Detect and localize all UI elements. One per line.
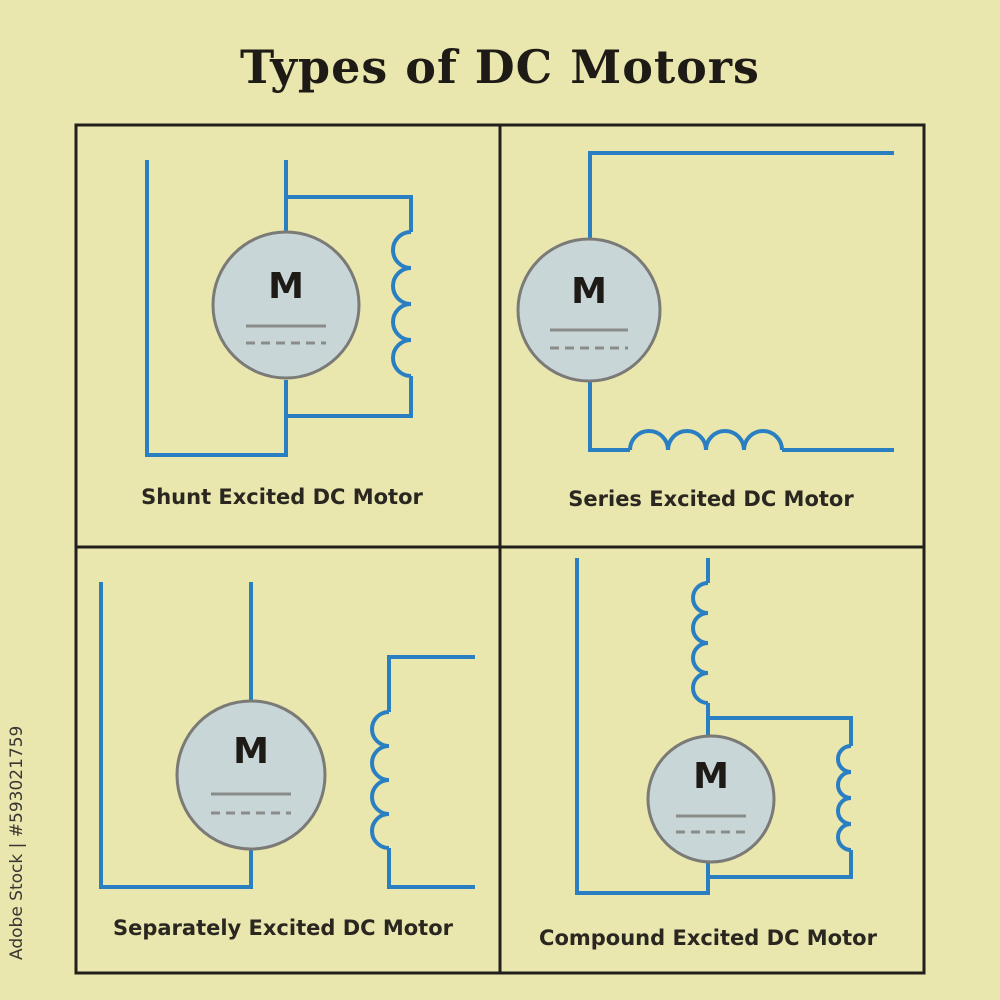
motor: M [211, 230, 361, 380]
armature-wire [588, 380, 630, 452]
motor: M [516, 237, 662, 383]
panel-caption: Shunt Excited DC Motor [141, 485, 423, 509]
field-wire-top [387, 655, 475, 712]
series-field-coil [691, 581, 709, 705]
motor-label: M [693, 756, 729, 797]
panel-caption: Separately Excited DC Motor [113, 916, 454, 940]
armature-circuit [99, 582, 253, 889]
panel-series: M Series Excited DC Motor [516, 151, 894, 511]
series-circuit [588, 151, 894, 452]
field-wire-bottom [387, 848, 475, 889]
motor-label: M [233, 731, 269, 772]
grid-frame [74, 123, 926, 975]
field-wire-top [286, 195, 413, 232]
field-wire-top [708, 716, 853, 746]
motor: M [646, 734, 776, 864]
field-coil [370, 710, 390, 850]
motor-label: M [571, 271, 607, 312]
panel-caption: Compound Excited DC Motor [539, 926, 878, 950]
shunt-field-circuit [286, 195, 413, 418]
field-wire-bottom [708, 850, 853, 879]
armature-wire [99, 582, 253, 889]
panel-caption: Series Excited DC Motor [568, 487, 854, 511]
shunt-field-circuit [708, 716, 853, 879]
field-coil [391, 230, 412, 378]
field-circuit [370, 655, 475, 889]
motor-label: M [268, 266, 304, 307]
field-wire-bottom [286, 376, 413, 418]
page-title: Types of DC Motors [240, 40, 760, 94]
shunt-field-coil [836, 744, 852, 852]
motor: M [175, 699, 327, 851]
panel-separately: M Separately Excited DC Motor [99, 582, 475, 940]
panel-compound: M Compound Excited DC Motor [539, 558, 878, 950]
motor-body [646, 734, 776, 864]
stock-id-label: Adobe Stock | #593021759 [7, 726, 27, 960]
motor-body [516, 237, 662, 383]
motor-body [175, 699, 327, 851]
supply-wire [588, 151, 894, 240]
panel-shunt: M Shunt Excited DC Motor [141, 160, 424, 509]
series-field-coil [628, 429, 784, 451]
